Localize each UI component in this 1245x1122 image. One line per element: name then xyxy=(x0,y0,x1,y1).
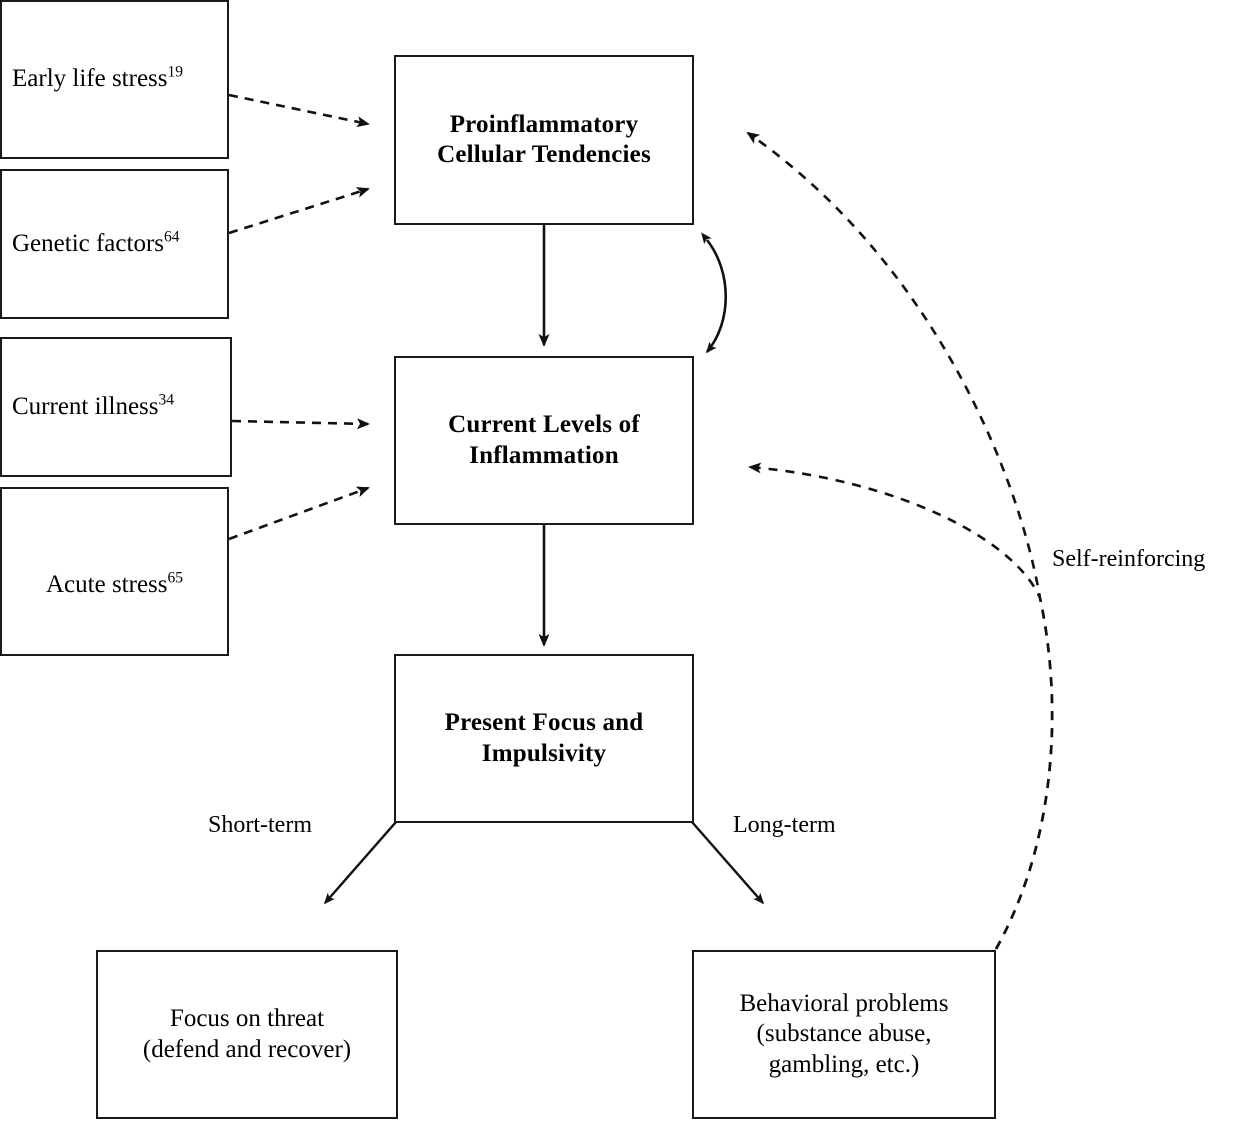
line-1: Present Focus and xyxy=(444,709,644,736)
edge-present-focus-to-focus-on-threat xyxy=(324,821,397,905)
line-2: (defend and recover) xyxy=(142,1035,352,1063)
line-3: gambling, etc.) xyxy=(768,1050,920,1078)
line-2: Inflammation xyxy=(469,441,619,469)
node-current-illness: Current illness34 xyxy=(0,337,232,477)
node-current-levels-of-inflammation: Current Levels of Inflammation xyxy=(394,356,694,525)
edge-label-long-term: Long-term xyxy=(733,812,836,838)
node-focus-on-threat-label: Focus on threat (defend and recover) xyxy=(143,1004,351,1065)
edge-label-short-term: Short-term xyxy=(208,812,312,838)
edge-label-self-reinforcing: Self-reinforcing xyxy=(1052,546,1206,572)
node-behavioral-problems-label: Behavioral problems (substance abuse, ga… xyxy=(740,989,949,1081)
node-early-life-stress-label: Early life stress19 xyxy=(12,63,184,93)
edge-genetic-factors-to-proinflammatory xyxy=(228,187,370,235)
line-1: Proinflammatory xyxy=(449,110,639,138)
citation-ref: 65 xyxy=(167,569,184,587)
node-present-focus-and-impulsivity: Present Focus and Impulsivity xyxy=(394,654,694,823)
node-proinflammatory-label: Proinflammatory Cellular Tendencies xyxy=(437,110,651,171)
node-focus-on-threat: Focus on threat (defend and recover) xyxy=(96,950,398,1119)
line-2: (substance abuse, xyxy=(756,1020,932,1048)
citation-ref: 34 xyxy=(158,391,175,409)
node-acute-stress: Acute stress65 xyxy=(0,487,229,656)
node-acute-stress-label: Acute stress65 xyxy=(46,569,184,599)
node-behavioral-problems: Behavioral problems (substance abuse, ga… xyxy=(692,950,996,1119)
line-2: Cellular Tendencies xyxy=(437,141,651,168)
edge-acute-stress-to-inflammation xyxy=(228,486,370,541)
line-1: Current Levels of xyxy=(448,411,640,438)
node-present-focus-label: Present Focus and Impulsivity xyxy=(445,708,644,769)
node-genetic-factors: Genetic factors64 xyxy=(0,169,229,319)
node-inflammation-label: Current Levels of Inflammation xyxy=(448,410,640,471)
line-1: Behavioral problems xyxy=(739,989,949,1017)
edge-current-illness-to-inflammation xyxy=(231,418,370,430)
node-current-illness-label: Current illness34 xyxy=(12,391,175,420)
citation-ref: 19 xyxy=(167,63,184,81)
edge-bidirectional-proinflammatory-inflammation xyxy=(701,232,728,354)
edge-early-life-stress-to-proinflammatory xyxy=(228,93,370,128)
node-early-life-stress: Early life stress19 xyxy=(0,0,229,159)
node-genetic-factors-label: Genetic factors64 xyxy=(12,228,180,257)
line-2: Impulsivity xyxy=(481,739,607,767)
line-1: Focus on threat xyxy=(169,1005,325,1032)
edge-behavioral-problems-to-inflammation xyxy=(748,462,1054,950)
node-proinflammatory-cellular-tendencies: Proinflammatory Cellular Tendencies xyxy=(394,55,694,225)
citation-ref: 64 xyxy=(164,228,180,246)
